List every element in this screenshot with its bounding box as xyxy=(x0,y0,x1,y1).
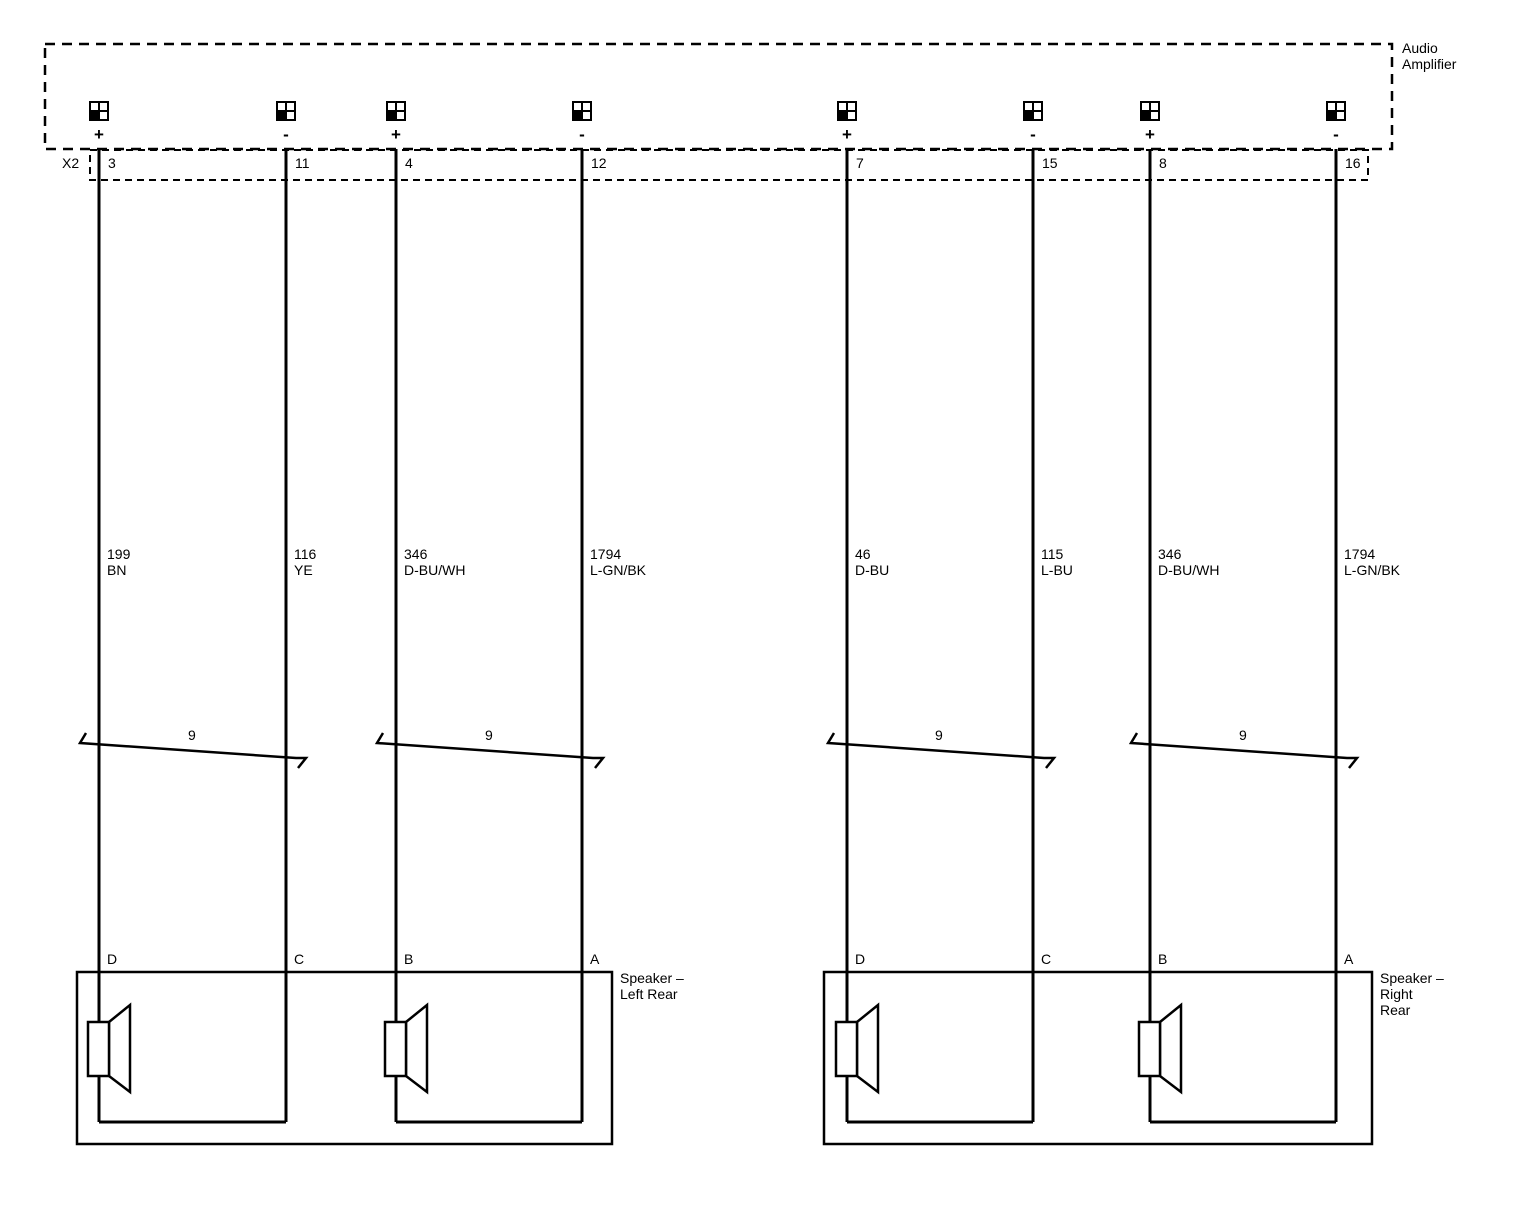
wire-color: D-BU xyxy=(855,562,889,578)
connector-x2-outline xyxy=(89,149,1369,181)
cavity-letter: A xyxy=(1344,951,1354,967)
twisted-pair-marker-2: 9 xyxy=(374,727,606,769)
audio-amplifier-outline xyxy=(43,42,1394,151)
terminal-icon xyxy=(837,101,857,121)
twisted-pair-marker-1: 9 xyxy=(77,727,309,769)
cavity-letter: D xyxy=(107,951,117,967)
terminal-icon xyxy=(1023,101,1043,121)
speaker-label-line1: Speaker – xyxy=(1380,970,1444,986)
terminal-icon xyxy=(572,101,592,121)
amplifier-label-line1: Audio xyxy=(1402,40,1438,56)
connector-x2-label: X2 xyxy=(62,155,79,171)
terminal-icon xyxy=(1140,101,1160,121)
twisted-pair-marker-4: 9 xyxy=(1128,727,1360,769)
circuit-number: 1794 xyxy=(590,546,621,562)
wire-column-6: - 15 115 L-BU C xyxy=(1023,101,1073,1122)
wire-color: L-GN/BK xyxy=(1344,562,1401,578)
speaker-label-line1: Speaker – xyxy=(620,970,684,986)
speaker-icon xyxy=(86,1002,132,1095)
wire-color: BN xyxy=(107,562,126,578)
speaker-icon xyxy=(1137,1002,1183,1095)
pin-number: 7 xyxy=(856,155,864,171)
circuit-number: 46 xyxy=(855,546,871,562)
wire-color: L-BU xyxy=(1041,562,1073,578)
twist-label: 9 xyxy=(485,727,493,743)
wire-column-3: + 4 346 D-BU/WH B xyxy=(386,101,465,1122)
terminal-icon xyxy=(1326,101,1346,121)
cavity-letter: B xyxy=(404,951,413,967)
pin-number: 16 xyxy=(1345,155,1361,171)
polarity-symbol: + xyxy=(842,125,852,144)
pin-number: 3 xyxy=(108,155,116,171)
wire-color: D-BU/WH xyxy=(404,562,465,578)
circuit-number: 346 xyxy=(1158,546,1182,562)
cavity-letter: A xyxy=(590,951,600,967)
wire-color: L-GN/BK xyxy=(590,562,647,578)
wire-column-4: - 12 1794 L-GN/BK A xyxy=(572,101,647,1122)
wire-column-1: + 3 199 BN D xyxy=(89,101,131,1122)
cavity-letter: D xyxy=(855,951,865,967)
speaker-label-line3: Rear xyxy=(1380,1002,1411,1018)
wire-color: YE xyxy=(294,562,313,578)
speaker-housing xyxy=(822,970,1374,1146)
circuit-number: 115 xyxy=(1041,546,1064,562)
pin-number: 4 xyxy=(405,155,413,171)
polarity-symbol: - xyxy=(1030,125,1036,144)
twist-label: 9 xyxy=(935,727,943,743)
circuit-number: 346 xyxy=(404,546,428,562)
cavity-letter: C xyxy=(1041,951,1051,967)
polarity-symbol: + xyxy=(391,125,401,144)
cavity-letter: C xyxy=(294,951,304,967)
polarity-symbol: - xyxy=(579,125,585,144)
polarity-symbol: + xyxy=(1145,125,1155,144)
wire-column-8: - 16 1794 L-GN/BK A xyxy=(1326,101,1401,1122)
cavity-letter: B xyxy=(1158,951,1167,967)
polarity-symbol: - xyxy=(1333,125,1339,144)
speaker-label-line2: Left Rear xyxy=(620,986,678,1002)
speaker-icon xyxy=(834,1002,880,1095)
polarity-symbol: + xyxy=(94,125,104,144)
circuit-number: 199 xyxy=(107,546,131,562)
pin-number: 8 xyxy=(1159,155,1167,171)
terminal-icon xyxy=(276,101,296,121)
amplifier-label-line2: Amplifier xyxy=(1402,56,1457,72)
terminal-icon xyxy=(386,101,406,121)
speaker-right-rear: Speaker – Right Rear xyxy=(822,970,1444,1146)
pin-number: 15 xyxy=(1042,155,1058,171)
speaker-left-rear: Speaker – Left Rear xyxy=(75,970,684,1146)
wire-color: D-BU/WH xyxy=(1158,562,1219,578)
wire-column-7: + 8 346 D-BU/WH B xyxy=(1140,101,1219,1122)
twist-label: 9 xyxy=(188,727,196,743)
polarity-symbol: - xyxy=(283,125,289,144)
speaker-housing xyxy=(75,970,614,1146)
speaker-label-line2: Right xyxy=(1380,986,1413,1002)
circuit-number: 116 xyxy=(294,546,317,562)
circuit-number: 1794 xyxy=(1344,546,1375,562)
twist-label: 9 xyxy=(1239,727,1247,743)
wire-column-2: - 11 116 YE C xyxy=(276,101,317,1122)
speaker-icon xyxy=(383,1002,429,1095)
terminal-icon xyxy=(89,101,109,121)
twisted-pair-marker-3: 9 xyxy=(825,727,1057,769)
pin-number: 12 xyxy=(591,155,607,171)
wire-column-5: + 7 46 D-BU D xyxy=(837,101,889,1122)
pin-number: 11 xyxy=(295,155,310,171)
